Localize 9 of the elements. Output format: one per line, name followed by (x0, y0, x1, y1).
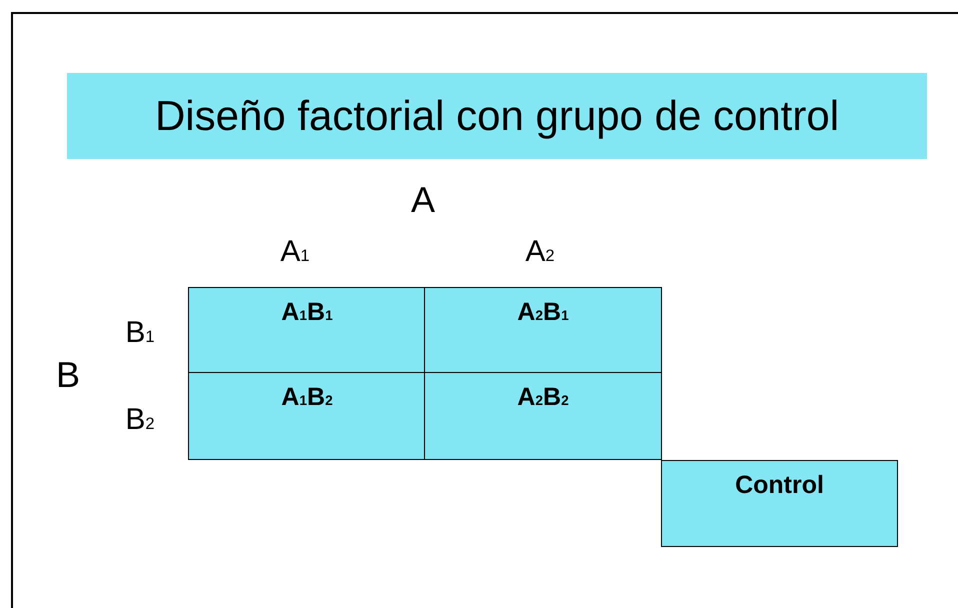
cell-label: Control (735, 471, 824, 500)
factorial-cell (188, 372, 426, 460)
factorial-cell (424, 372, 662, 460)
factorial-cell (188, 287, 426, 374)
title-banner: Diseño factorial con grupo de control (67, 73, 927, 159)
factor-label: B (56, 354, 80, 396)
factor-label: A (411, 179, 435, 221)
factorial-cell (424, 287, 662, 374)
control-group-box (661, 460, 898, 547)
